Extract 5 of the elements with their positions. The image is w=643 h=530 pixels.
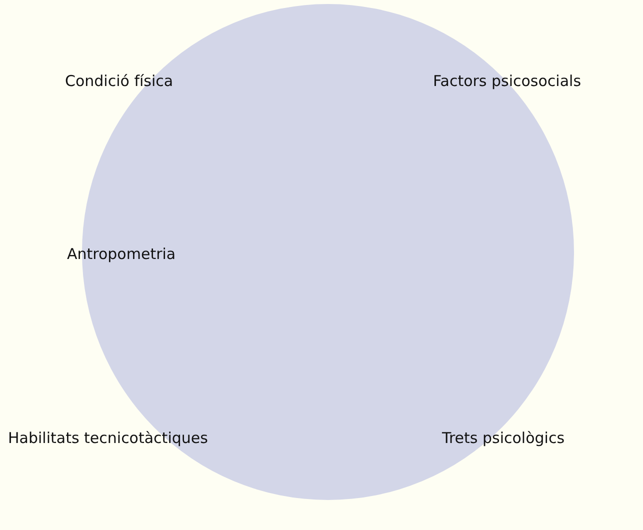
factor-label: Factors psicosocials: [433, 72, 582, 90]
factor-label: Habilitats tecnicotàctiques: [8, 429, 208, 447]
factor-label: Condició física: [65, 72, 174, 90]
factor-label: Antropometria: [67, 245, 176, 263]
factor-label: Trets psicològics: [442, 429, 565, 447]
